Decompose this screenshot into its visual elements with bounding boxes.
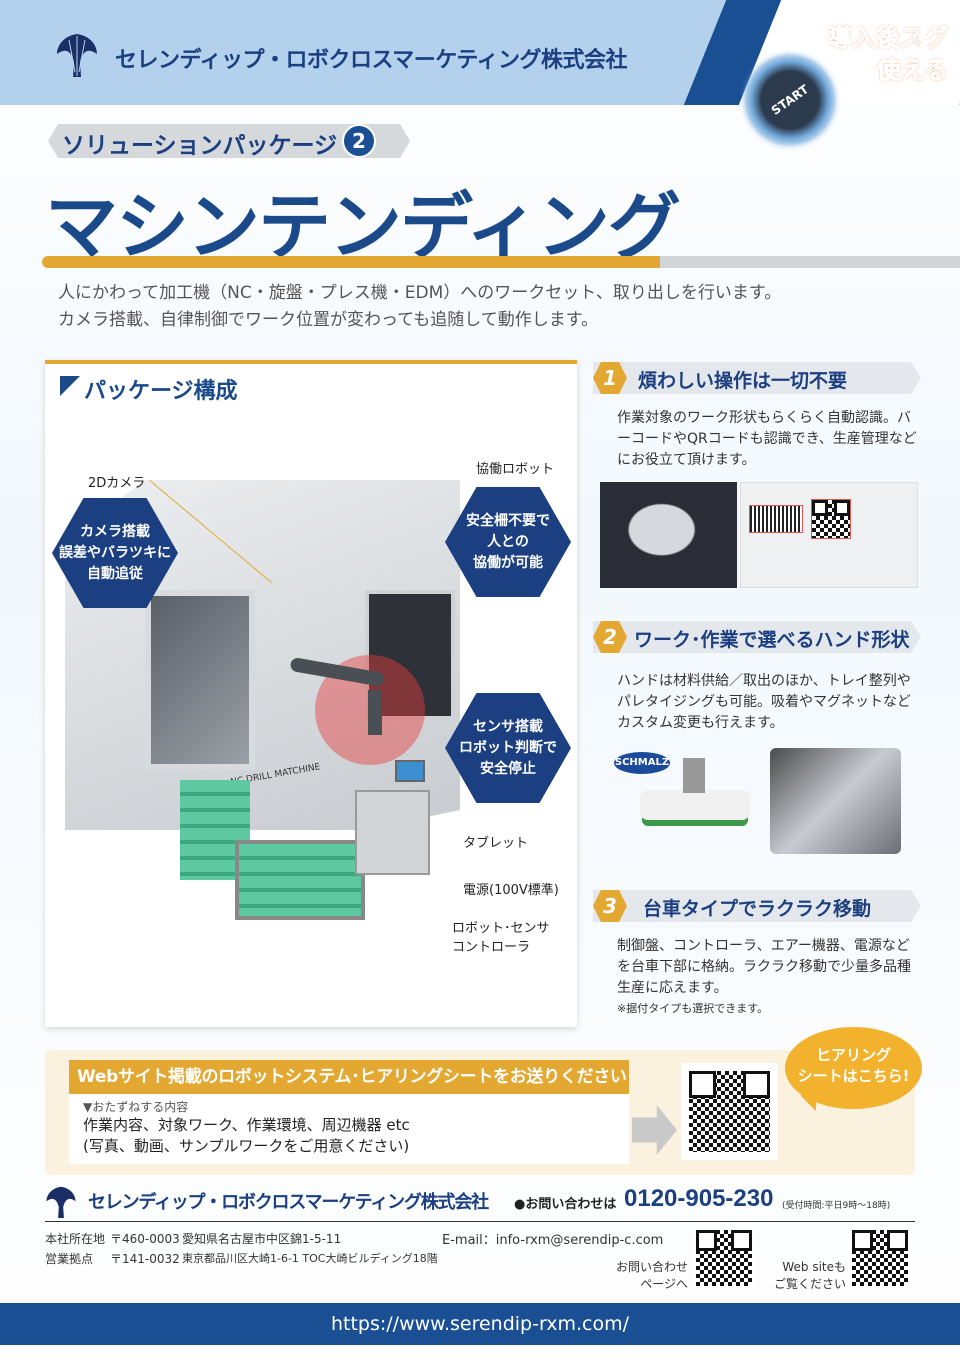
barcode [749,505,803,533]
catch-line-2: 使える [876,56,948,85]
label-controller: ロボット･センサコントローラ [452,919,550,957]
gripper-shaft [683,758,705,793]
feature-1-body: 作業対象のワーク形状もらくらく自動認識。バーコードやQRコードも認識でき、生産管… [617,410,917,468]
website-url-bar: https://www.serendip-rxm.com/ [0,1303,960,1345]
footer-divider [45,1221,915,1222]
hearing-sheet-qr-code[interactable] [681,1063,778,1160]
label-tablet: タブレット [463,836,529,851]
footer-company-name: セレンディップ・ロボクロスマーケティング株式会社 [88,1192,489,1213]
hearing-sheet-details: ▼おたずねする内容 作業内容、対象ワーク、作業環境、周辺機器 etc (写真、動… [69,1094,629,1164]
tablet [395,760,425,782]
details-label: ▼おたずねする内容 [83,1100,189,1114]
feature-3-number: 3 [593,890,627,922]
details-line: (写真、動画、サンプルワークをご用意ください) [83,1137,410,1155]
company-logo-icon [46,1186,76,1218]
feature-2-body: ハンドは材料供給／取出のほか、トレイ整列やパレタイジングも可能。吸着やマグネット… [617,673,911,731]
robot-hand-photo [770,748,901,854]
feature-2-title: ワーク･作業で選べるハンド形状 [634,629,910,651]
feature-3-header [593,890,921,922]
robot-base [368,690,382,735]
phone-number[interactable]: 0120-905-230 [624,1185,774,1212]
schmalz-logo: SCHMALZ [614,752,670,774]
feature-1-header [593,362,921,394]
website-url[interactable]: https://www.serendip-rxm.com/ [330,1313,630,1335]
label-robot: 協働ロボット [476,462,555,477]
feature-2-number: 2 [593,621,627,653]
company-logo-icon [57,34,97,77]
machine-window [145,590,255,770]
details-line: 作業内容、対象ワーク、作業環境、周辺機器 etc [83,1116,410,1134]
feature-3-body: 制御盤、コントローラ、エアー機器、電源などを台車下部に格納。ラクラク移動で少量多… [617,938,911,996]
office-zip: 〒141-0032 [110,1252,180,1266]
description-line: カメラ搭載、自律制御でワーク位置が変わっても追随して動作します。 [58,310,599,330]
page-title: マシンテンディング [45,185,681,270]
hq-zip: 〒460-0003 [110,1232,180,1246]
feature-3-title: 台車タイプでラクラク移動 [643,898,872,920]
contact-page-qr-code[interactable] [694,1228,754,1288]
hearing-sheet-heading: Webサイト掲載のロボットシステム･ヒアリングシートをお送りください [69,1060,629,1094]
catch-line-1: 導入後スグ [828,24,949,53]
contact-page-caption: お問い合わせページへ [615,1260,688,1291]
hq-label: 本社所在地 [45,1232,106,1246]
office-address: 東京都品川区大崎1-6-1 TOC大崎ビルディング18階 [182,1252,438,1265]
company-name: セレンディップ・ロボクロスマーケティング株式会社 [115,48,628,73]
catch-copy: 導入後スグ使える [828,22,949,86]
contact-label: ●お問い合わせは [514,1197,617,1212]
solution-badge-label: ソリューションパッケージ [62,133,338,159]
website-caption: Web siteもご覧ください [773,1260,846,1291]
description: 人にかわって加工機（NC・旋盤・プレス機・EDM）へのワークセット、取り出しを行… [58,280,781,334]
feature-2-header [593,621,921,653]
tray-cart [235,840,365,920]
label-camera: 2Dカメラ [88,476,146,491]
office-label: 営業拠点 [45,1252,94,1266]
package-title: パッケージ構成 [84,379,238,404]
feature-1-title: 煩わしい操作は一切不要 [638,370,848,392]
machine-control-panel [365,590,455,720]
triangle-icon [60,376,80,396]
qr-sample [811,499,851,539]
bubble-tail [800,1095,816,1111]
feature-1-number: 1 [593,362,627,394]
email[interactable]: E-mail：info-rxm@serendip-c.com [442,1233,664,1248]
controller-box [355,790,430,875]
hq-address: 愛知県名古屋市中区錦1-5-11 [182,1232,342,1246]
title-underline-gray [660,256,960,268]
label-controller-line: ロボット･センサ [452,921,550,936]
work-recognition-image [600,482,737,588]
feature-3-note: ※据付タイプも選択できます。 [617,1002,769,1015]
website-qr-code[interactable] [850,1228,910,1288]
description-line: 人にかわって加工機（NC・旋盤・プレス機・EDM）へのワークセット、取り出しを行… [58,283,782,303]
label-controller-line: コントローラ [452,940,531,955]
vacuum-gripper-image [640,790,750,820]
solution-badge-number: 2 [342,124,376,158]
label-power: 電源(100V標準) [463,883,559,898]
barcode-recognition-image [740,482,918,588]
title-underline [42,256,667,268]
business-hours: (受付時間:平日9時～18時) [782,1201,891,1211]
